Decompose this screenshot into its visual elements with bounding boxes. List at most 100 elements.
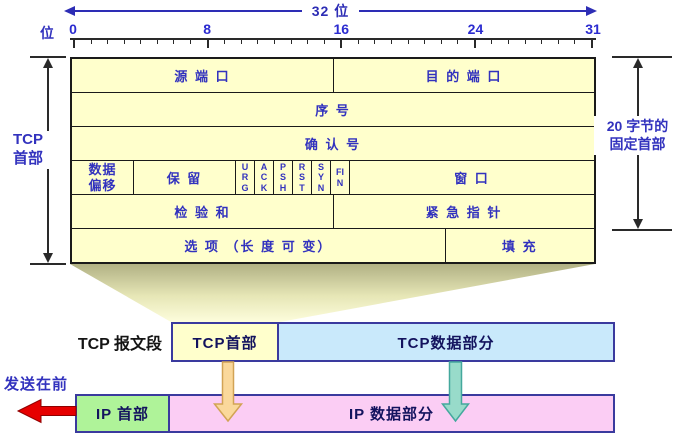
row-seq: 序 号 [72, 92, 594, 126]
syn-flag-label: SYN [317, 162, 325, 193]
ip-data-label: IP 数据部分 [348, 406, 435, 423]
tick-label-0: 0 [69, 21, 77, 37]
ruler-tick [574, 40, 576, 44]
ruler-tick [307, 40, 309, 44]
tcp-segment-data-label: TCP数据部分 [397, 334, 495, 352]
ruler-tick [323, 40, 325, 44]
ruler-tick [473, 40, 476, 48]
padding-label: 填 充 [502, 239, 538, 254]
ip-header-label: IP 首部 [95, 406, 150, 423]
ruler-tick-labels: 0 8 16 24 31 [69, 21, 601, 37]
tick-label-8: 8 [203, 21, 212, 37]
right-bracket-arrow-up-icon [633, 58, 643, 68]
tcp-header-table: 源 端 口 目 的 端 口 序 号 确 认 号 数据偏移 保 留 U [70, 57, 596, 264]
tcp-segment-box: TCP首部 TCP数据部分 [171, 322, 615, 362]
ruler-tick [273, 40, 275, 44]
seq-no-label: 序 号 [315, 103, 351, 118]
reserved-label: 保 留 [166, 171, 203, 186]
checksum-label: 检 验 和 [174, 205, 231, 220]
ruler-tick [491, 40, 493, 44]
ruler-tick [224, 40, 226, 44]
send-direction-red-arrow-icon [16, 398, 77, 424]
ruler-tick [123, 40, 125, 44]
fixed-header-bracket-line2: 固定首部 [609, 135, 666, 152]
tcp-segment-header-label: TCP首部 [192, 334, 258, 352]
ack-no-label: 确 认 号 [304, 137, 362, 152]
cell-flag-psh: PSH [273, 161, 292, 194]
arrow-line [359, 10, 586, 12]
ack-flag-label: ACK [260, 162, 268, 193]
left-bracket-arrow-up-icon [43, 58, 53, 68]
options-label: 选 项 （长 度 可 变） [184, 239, 333, 254]
ruler-tick [90, 40, 92, 44]
arrow-line [75, 10, 302, 12]
tcp-segment-label: TCP 报文段 [77, 336, 162, 353]
bit-width-arrow: 32 位 [64, 3, 597, 19]
row-ack: 确 认 号 [72, 126, 594, 160]
row-flags: 数据偏移 保 留 URG ACK PSH RST SYN FIN [72, 160, 594, 194]
ruler-tick [357, 40, 359, 44]
cell-source-port: 源 端 口 [72, 59, 333, 92]
cell-flag-rst: RST [292, 161, 311, 194]
row-checksum: 检 验 和 紧 急 指 针 [72, 194, 594, 228]
arrowhead-left-icon [64, 6, 75, 16]
bit-width-label: 32 位 [311, 3, 350, 19]
tick-label-16: 16 [333, 21, 350, 37]
ruler-tick [440, 40, 442, 44]
cell-window: 窗 口 [349, 161, 594, 194]
right-bracket-arrow-down-icon [633, 219, 643, 229]
ruler-tick [508, 40, 510, 44]
ruler-tick [173, 40, 175, 44]
data-offset-label: 数据偏移 [88, 161, 117, 193]
ruler-tick [424, 40, 426, 44]
ip-data-cell: IP 数据部分 [170, 396, 613, 431]
left-bracket-top-bar [30, 56, 66, 58]
cell-data-offset: 数据偏移 [72, 161, 133, 194]
left-bracket-arrow-down-icon [43, 253, 53, 263]
cell-options: 选 项 （长 度 可 变） [72, 229, 445, 262]
ruler-tick [73, 40, 75, 48]
ruler-tick [107, 40, 109, 44]
right-bracket-top-bar [612, 56, 672, 58]
urgent-ptr-label: 紧 急 指 针 [425, 205, 503, 220]
cell-seq-no: 序 号 [72, 93, 594, 126]
tick-label-24: 24 [467, 21, 484, 37]
tcp-header-bracket-line2: 首部 [12, 149, 43, 167]
ruler-tick [240, 40, 242, 44]
ruler-tick [557, 40, 559, 44]
ruler-tick [374, 40, 376, 44]
send-first-label: 发送在前 [4, 376, 69, 393]
tcp-segment-data-cell: TCP数据部分 [279, 324, 613, 360]
cell-urgent-ptr: 紧 急 指 针 [333, 195, 594, 228]
ruler-tick [257, 40, 259, 44]
ruler-tick [340, 40, 343, 48]
ruler-tick [524, 40, 526, 44]
left-bracket-bottom-bar [30, 263, 66, 265]
psh-flag-label: PSH [279, 162, 287, 193]
ruler-line [70, 38, 596, 40]
tcp-header-bracket-label: TCP 首部 [6, 131, 50, 169]
ruler-tick [156, 40, 158, 44]
ruler-tick [457, 40, 459, 44]
bit-unit-label: 位 [40, 25, 54, 41]
fin-flag-label: FIN [336, 167, 344, 188]
tcp-segment-header-cell: TCP首部 [173, 324, 279, 360]
ruler-ticks [73, 40, 593, 49]
cell-flag-urg: URG [235, 161, 254, 194]
ruler-tick [590, 40, 593, 48]
ruler-tick [541, 40, 543, 44]
fixed-header-bracket-line1: 20 字节的 [606, 118, 669, 134]
ruler-tick [407, 40, 409, 44]
rst-flag-label: RST [298, 162, 306, 193]
cell-ack-no: 确 认 号 [72, 127, 594, 160]
row-ports: 源 端 口 目 的 端 口 [72, 59, 594, 92]
ruler-tick [290, 40, 292, 44]
ip-datagram-box: IP 首部 IP 数据部分 [75, 394, 615, 433]
cell-flag-fin: FIN [330, 161, 349, 194]
ruler-tick [190, 40, 192, 44]
cell-reserved: 保 留 [133, 161, 235, 194]
window-label: 窗 口 [454, 171, 490, 186]
cell-dest-port: 目 的 端 口 [333, 59, 594, 92]
cell-padding: 填 充 [444, 229, 594, 262]
